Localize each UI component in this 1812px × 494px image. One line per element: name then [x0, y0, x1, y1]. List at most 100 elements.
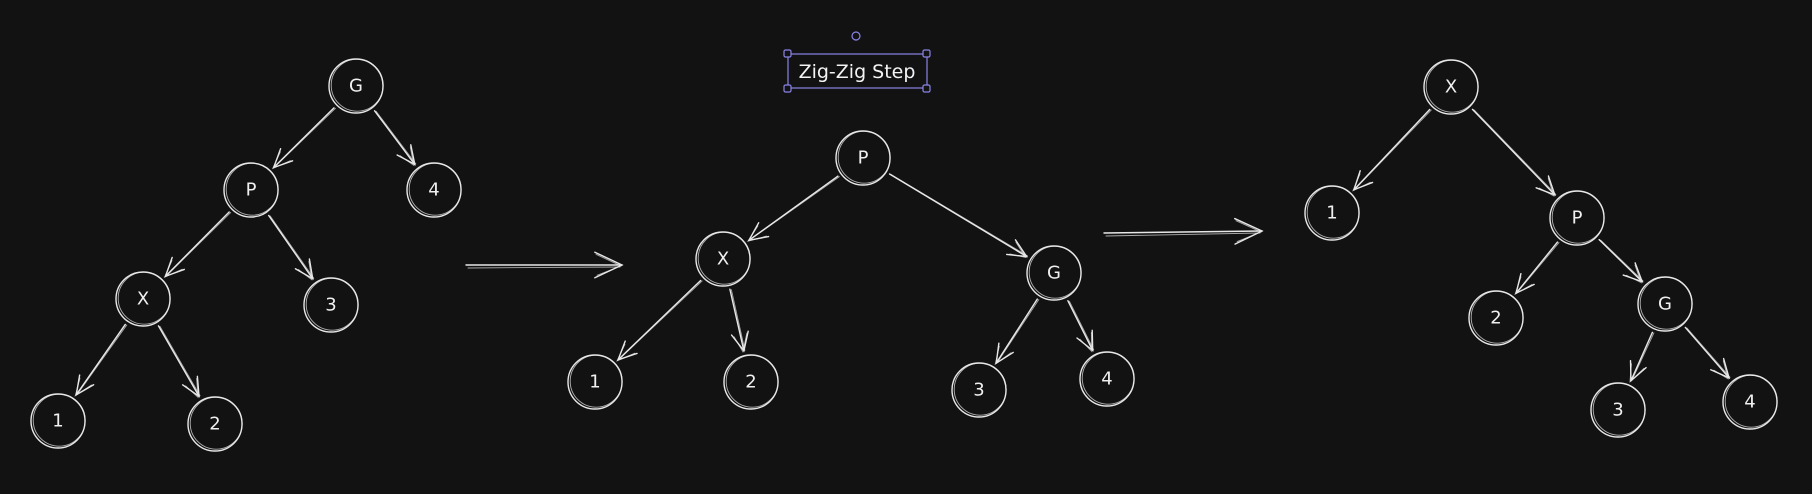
node-circle-sketch — [305, 277, 359, 331]
node-intermediate-X[interactable]: X — [695, 231, 751, 287]
node-label: X — [1445, 77, 1457, 98]
selection-frame — [787, 53, 928, 89]
edge-intermediate-P-X[interactable] — [746, 175, 840, 243]
edge-line-sketch — [730, 289, 746, 351]
node-circle-sketch — [1425, 59, 1479, 113]
edge-intermediate-G-4[interactable] — [1067, 300, 1095, 353]
arrowhead-sketch — [185, 377, 199, 399]
node-after-P[interactable]: P — [1549, 190, 1605, 246]
node-before-4[interactable]: 4 — [406, 162, 462, 218]
arrowhead-sketch — [271, 151, 291, 170]
edge-intermediate-X-1[interactable] — [616, 279, 703, 362]
caption-group[interactable]: Zig-Zig Step — [783, 31, 931, 93]
transition-line — [1103, 230, 1263, 234]
edge-line — [1630, 331, 1654, 382]
edge-before-G-P[interactable] — [271, 107, 336, 170]
edge-after-G-3[interactable] — [1629, 331, 1655, 383]
node-label: G — [1047, 263, 1061, 284]
arrowhead — [272, 147, 294, 169]
arrowhead-sketch — [74, 377, 92, 397]
node-label: 3 — [973, 380, 984, 401]
edge-before-X-2[interactable] — [157, 325, 201, 399]
node-after-4[interactable]: 4 — [1722, 374, 1778, 430]
edge-line-sketch — [375, 110, 417, 165]
node-after-2[interactable]: 2 — [1468, 290, 1524, 346]
node-circle-sketch — [225, 162, 279, 216]
edge-before-G-4[interactable] — [373, 110, 417, 167]
edge-intermediate-G-3[interactable] — [994, 298, 1040, 366]
node-intermediate-1[interactable]: 1 — [567, 354, 623, 410]
edge-line-sketch — [1473, 109, 1557, 195]
edge-intermediate-X-2[interactable] — [729, 288, 749, 354]
node-circle-sketch — [1639, 276, 1693, 330]
node-circle-sketch — [725, 354, 779, 408]
node-label: 2 — [209, 414, 220, 435]
node-before-2[interactable]: 2 — [187, 396, 243, 452]
edge-line — [273, 107, 335, 169]
node-before-3[interactable]: 3 — [303, 277, 359, 333]
arrowhead-sketch — [1538, 177, 1555, 197]
resize-handle-tl[interactable] — [783, 49, 792, 58]
node-after-3[interactable]: 3 — [1590, 382, 1646, 438]
edge-after-X-P[interactable] — [1471, 108, 1557, 197]
node-circle-sketch — [953, 362, 1007, 416]
caption-text[interactable]: Zig-Zig Step — [799, 61, 916, 83]
edge-line-sketch — [618, 280, 703, 360]
node-before-P[interactable]: P — [223, 162, 279, 218]
arrowhead-sketch — [595, 253, 623, 276]
edge-after-P-G[interactable] — [1598, 238, 1644, 284]
edge-line-sketch — [166, 212, 232, 277]
node-intermediate-2[interactable]: 2 — [723, 354, 779, 410]
edge-line — [75, 323, 126, 396]
node-label: 4 — [1101, 369, 1112, 390]
node-intermediate-3[interactable]: 3 — [951, 362, 1007, 418]
node-intermediate-4[interactable]: 4 — [1079, 351, 1135, 407]
edge-line-sketch — [1686, 327, 1731, 378]
node-label: 4 — [1744, 392, 1755, 413]
node-after-G[interactable]: G — [1637, 276, 1693, 332]
node-after-X[interactable]: X — [1423, 59, 1479, 115]
edge-before-P-X[interactable] — [163, 211, 232, 279]
resize-handle-bl[interactable] — [783, 84, 792, 93]
arrowhead-sketch — [163, 260, 183, 279]
edge-line — [1471, 108, 1556, 196]
node-intermediate-P[interactable]: P — [835, 130, 891, 186]
transition-line-sketch — [467, 266, 621, 269]
node-label: 3 — [1612, 400, 1623, 421]
node-label: P — [246, 180, 257, 201]
edge-after-X-1[interactable] — [1352, 108, 1432, 192]
node-intermediate-G[interactable]: G — [1026, 245, 1082, 301]
node-label: 1 — [589, 372, 600, 393]
edge-after-G-4[interactable] — [1684, 326, 1731, 380]
arrowhead-sketch — [746, 225, 767, 243]
arrowhead-sketch — [1235, 220, 1263, 243]
node-label: P — [858, 148, 869, 169]
resize-handle-br[interactable] — [922, 84, 931, 93]
transition-arrow-intermediate-to-after[interactable] — [1103, 217, 1264, 245]
rotate-handle[interactable] — [851, 31, 861, 41]
node-label: 3 — [325, 295, 336, 316]
node-label: 2 — [1490, 308, 1501, 329]
node-before-1[interactable]: 1 — [30, 393, 86, 449]
node-before-X[interactable]: X — [115, 271, 171, 327]
node-circle-sketch — [1306, 185, 1360, 239]
node-label: X — [717, 249, 729, 270]
edge-intermediate-P-G[interactable] — [888, 173, 1029, 259]
node-circle-sketch — [408, 162, 462, 216]
edge-before-X-1[interactable] — [74, 323, 128, 397]
arrowhead-sketch — [994, 345, 1012, 366]
edge-after-P-2[interactable] — [1514, 241, 1560, 296]
edge-line-sketch — [1354, 109, 1432, 190]
edge-line — [268, 214, 314, 280]
transition-arrow-before-to-intermediate[interactable] — [465, 251, 624, 279]
resize-handle-tr[interactable] — [922, 49, 931, 58]
arrowhead-sketch — [1625, 264, 1642, 284]
node-after-1[interactable]: 1 — [1304, 185, 1360, 241]
node-circle-sketch — [1724, 374, 1778, 428]
arrowhead-sketch — [1713, 360, 1729, 380]
node-before-G[interactable]: G — [328, 58, 384, 114]
edge-before-P-3[interactable] — [268, 214, 315, 281]
arrowhead-sketch — [616, 343, 636, 362]
